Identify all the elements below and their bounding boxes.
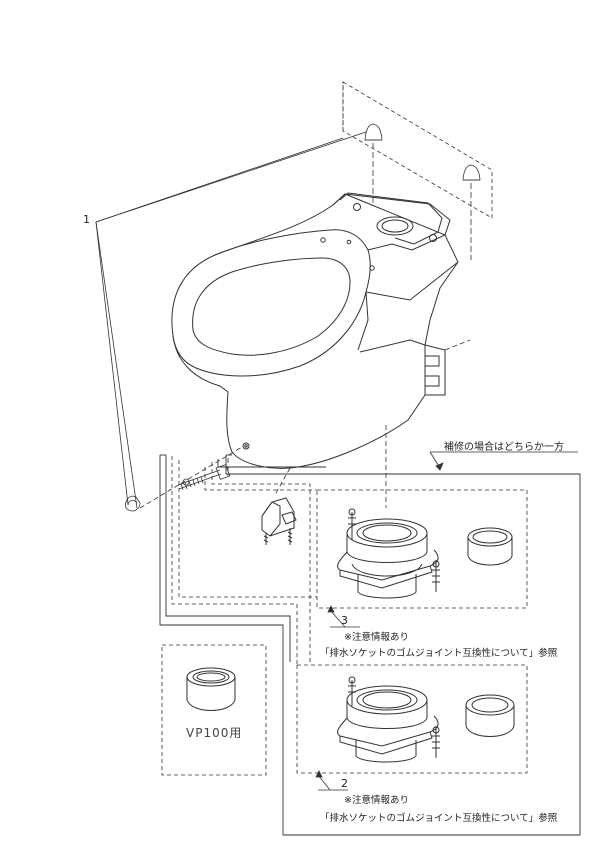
- part1-leader: [95, 131, 367, 509]
- wall-cap-right: [462, 164, 481, 181]
- lag-bolt-icon: [177, 464, 231, 491]
- wall-plane: [342, 81, 493, 219]
- callout-1-label: 1: [83, 213, 90, 226]
- vp100-label: VP100用: [186, 726, 243, 740]
- group-box-3: [178, 460, 528, 609]
- header-note-leader: [429, 451, 578, 471]
- rubber-joint-2-icon: [465, 694, 515, 737]
- replacement-note: 補修の場合はどちらか一方: [444, 442, 564, 453]
- group-box-2: [171, 456, 528, 774]
- toilet-bowl: [171, 192, 459, 469]
- note-3-line1: ※注意情報あり: [344, 632, 409, 643]
- callout-3-label: 3: [341, 614, 348, 627]
- note-3-line2: 「排水ソケットのゴムジョイント互換性について」参照: [320, 648, 558, 659]
- wall-cap-left: [364, 123, 383, 141]
- note-2-line1: ※注意情報あり: [344, 795, 409, 806]
- cap-leader-lines: [372, 143, 472, 260]
- drain-socket-2-icon: [337, 676, 440, 763]
- callout-2-label: 2: [341, 777, 348, 790]
- floor-bracket-icon: [261, 497, 297, 545]
- note-2-line2: 「排水ソケットのゴムジョイント互換性について」参照: [320, 813, 558, 824]
- replacement-outline: [159, 454, 581, 836]
- callout-3-leader: [327, 605, 360, 628]
- drain-socket-3-icon: [337, 508, 440, 599]
- callout-2-leader: [315, 770, 348, 791]
- rubber-joint-3-icon: [467, 527, 513, 566]
- vp100-joint-icon: [186, 667, 236, 711]
- bolt-cap-icon: [125, 495, 141, 512]
- vp100-box: [161, 644, 267, 776]
